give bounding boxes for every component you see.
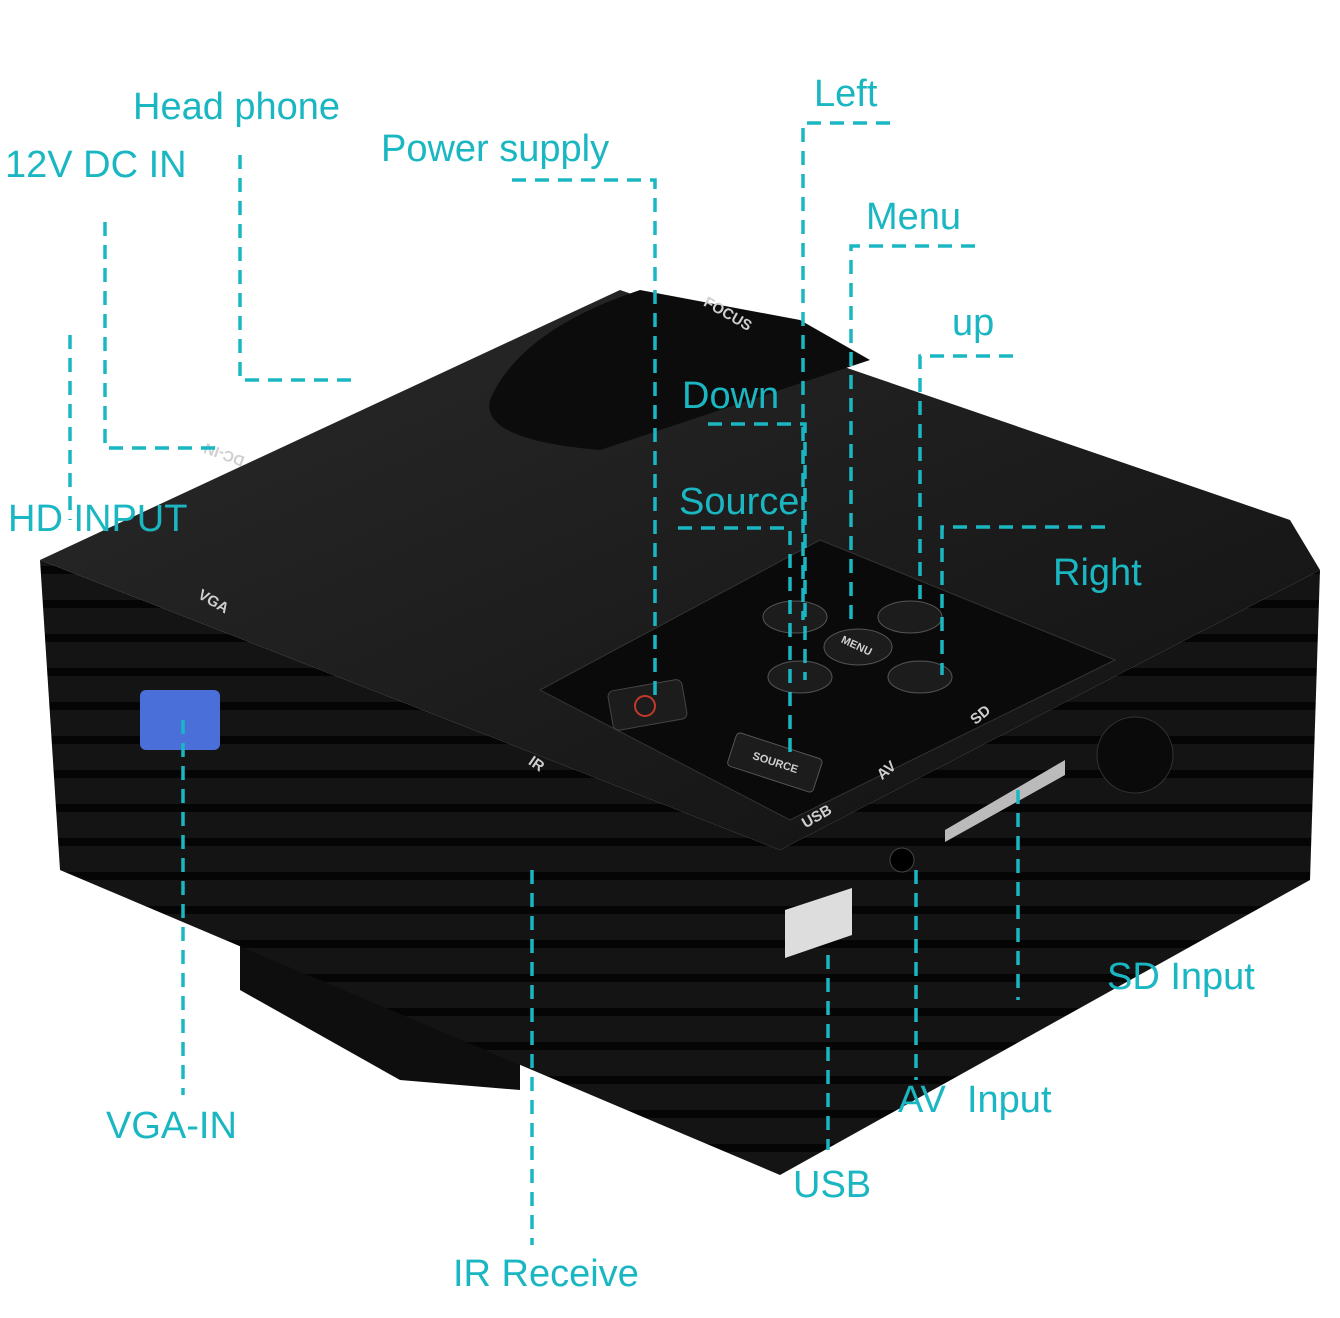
label-down: Down [682,375,779,417]
label-source: Source [679,481,799,523]
right-button [887,660,953,694]
callout-labels: Head phone 12V DC IN Power supply Left M… [5,73,1255,1295]
power-button [607,679,688,731]
menu-button [823,628,893,666]
source-button [727,732,823,793]
label-power-supply: Power supply [381,128,609,170]
label-usb: USB [793,1164,871,1206]
label-left: Left [814,73,878,115]
sd-slot [945,760,1065,842]
label-vga-in: VGA-IN [106,1105,237,1147]
front-right-face [780,570,1320,1175]
power-icon [634,695,656,717]
label-sd-input: SD Input [1107,956,1255,998]
marking-dc-in: DC-IN [202,439,247,469]
label-dc-in: 12V DC IN [5,144,187,186]
callout-line-right [940,525,1105,675]
label-av-input: AV Input [898,1079,1052,1121]
callout-line-dc-in [103,222,218,450]
callout-line-down [708,422,807,680]
callout-line-source [678,526,792,760]
focus-wheel [1096,716,1174,794]
callout-line-left [801,121,890,620]
callout-line-power-supply [512,178,657,700]
callout-lines [68,121,1105,1245]
front-left-face [40,560,780,1175]
vga-port [140,690,220,750]
usb-port [785,888,852,958]
lens-hood [489,290,870,450]
label-hd-input: HD INPUT [8,498,187,540]
up-button [877,600,943,634]
label-up: up [952,302,994,344]
left-button [762,600,828,634]
projector-body: FOCUS DC-IN VGA IR USB AV SD MENU SOURCE [40,290,1320,1175]
label-right: Right [1053,552,1142,594]
callout-line-menu [849,244,975,628]
label-ir-receive: IR Receive [453,1253,639,1295]
down-button [767,660,833,694]
callout-line-up [918,354,1013,600]
callout-line-head-phone [238,155,355,382]
label-menu: Menu [866,196,961,238]
av-jack [889,847,915,873]
label-head-phone: Head phone [133,86,340,128]
